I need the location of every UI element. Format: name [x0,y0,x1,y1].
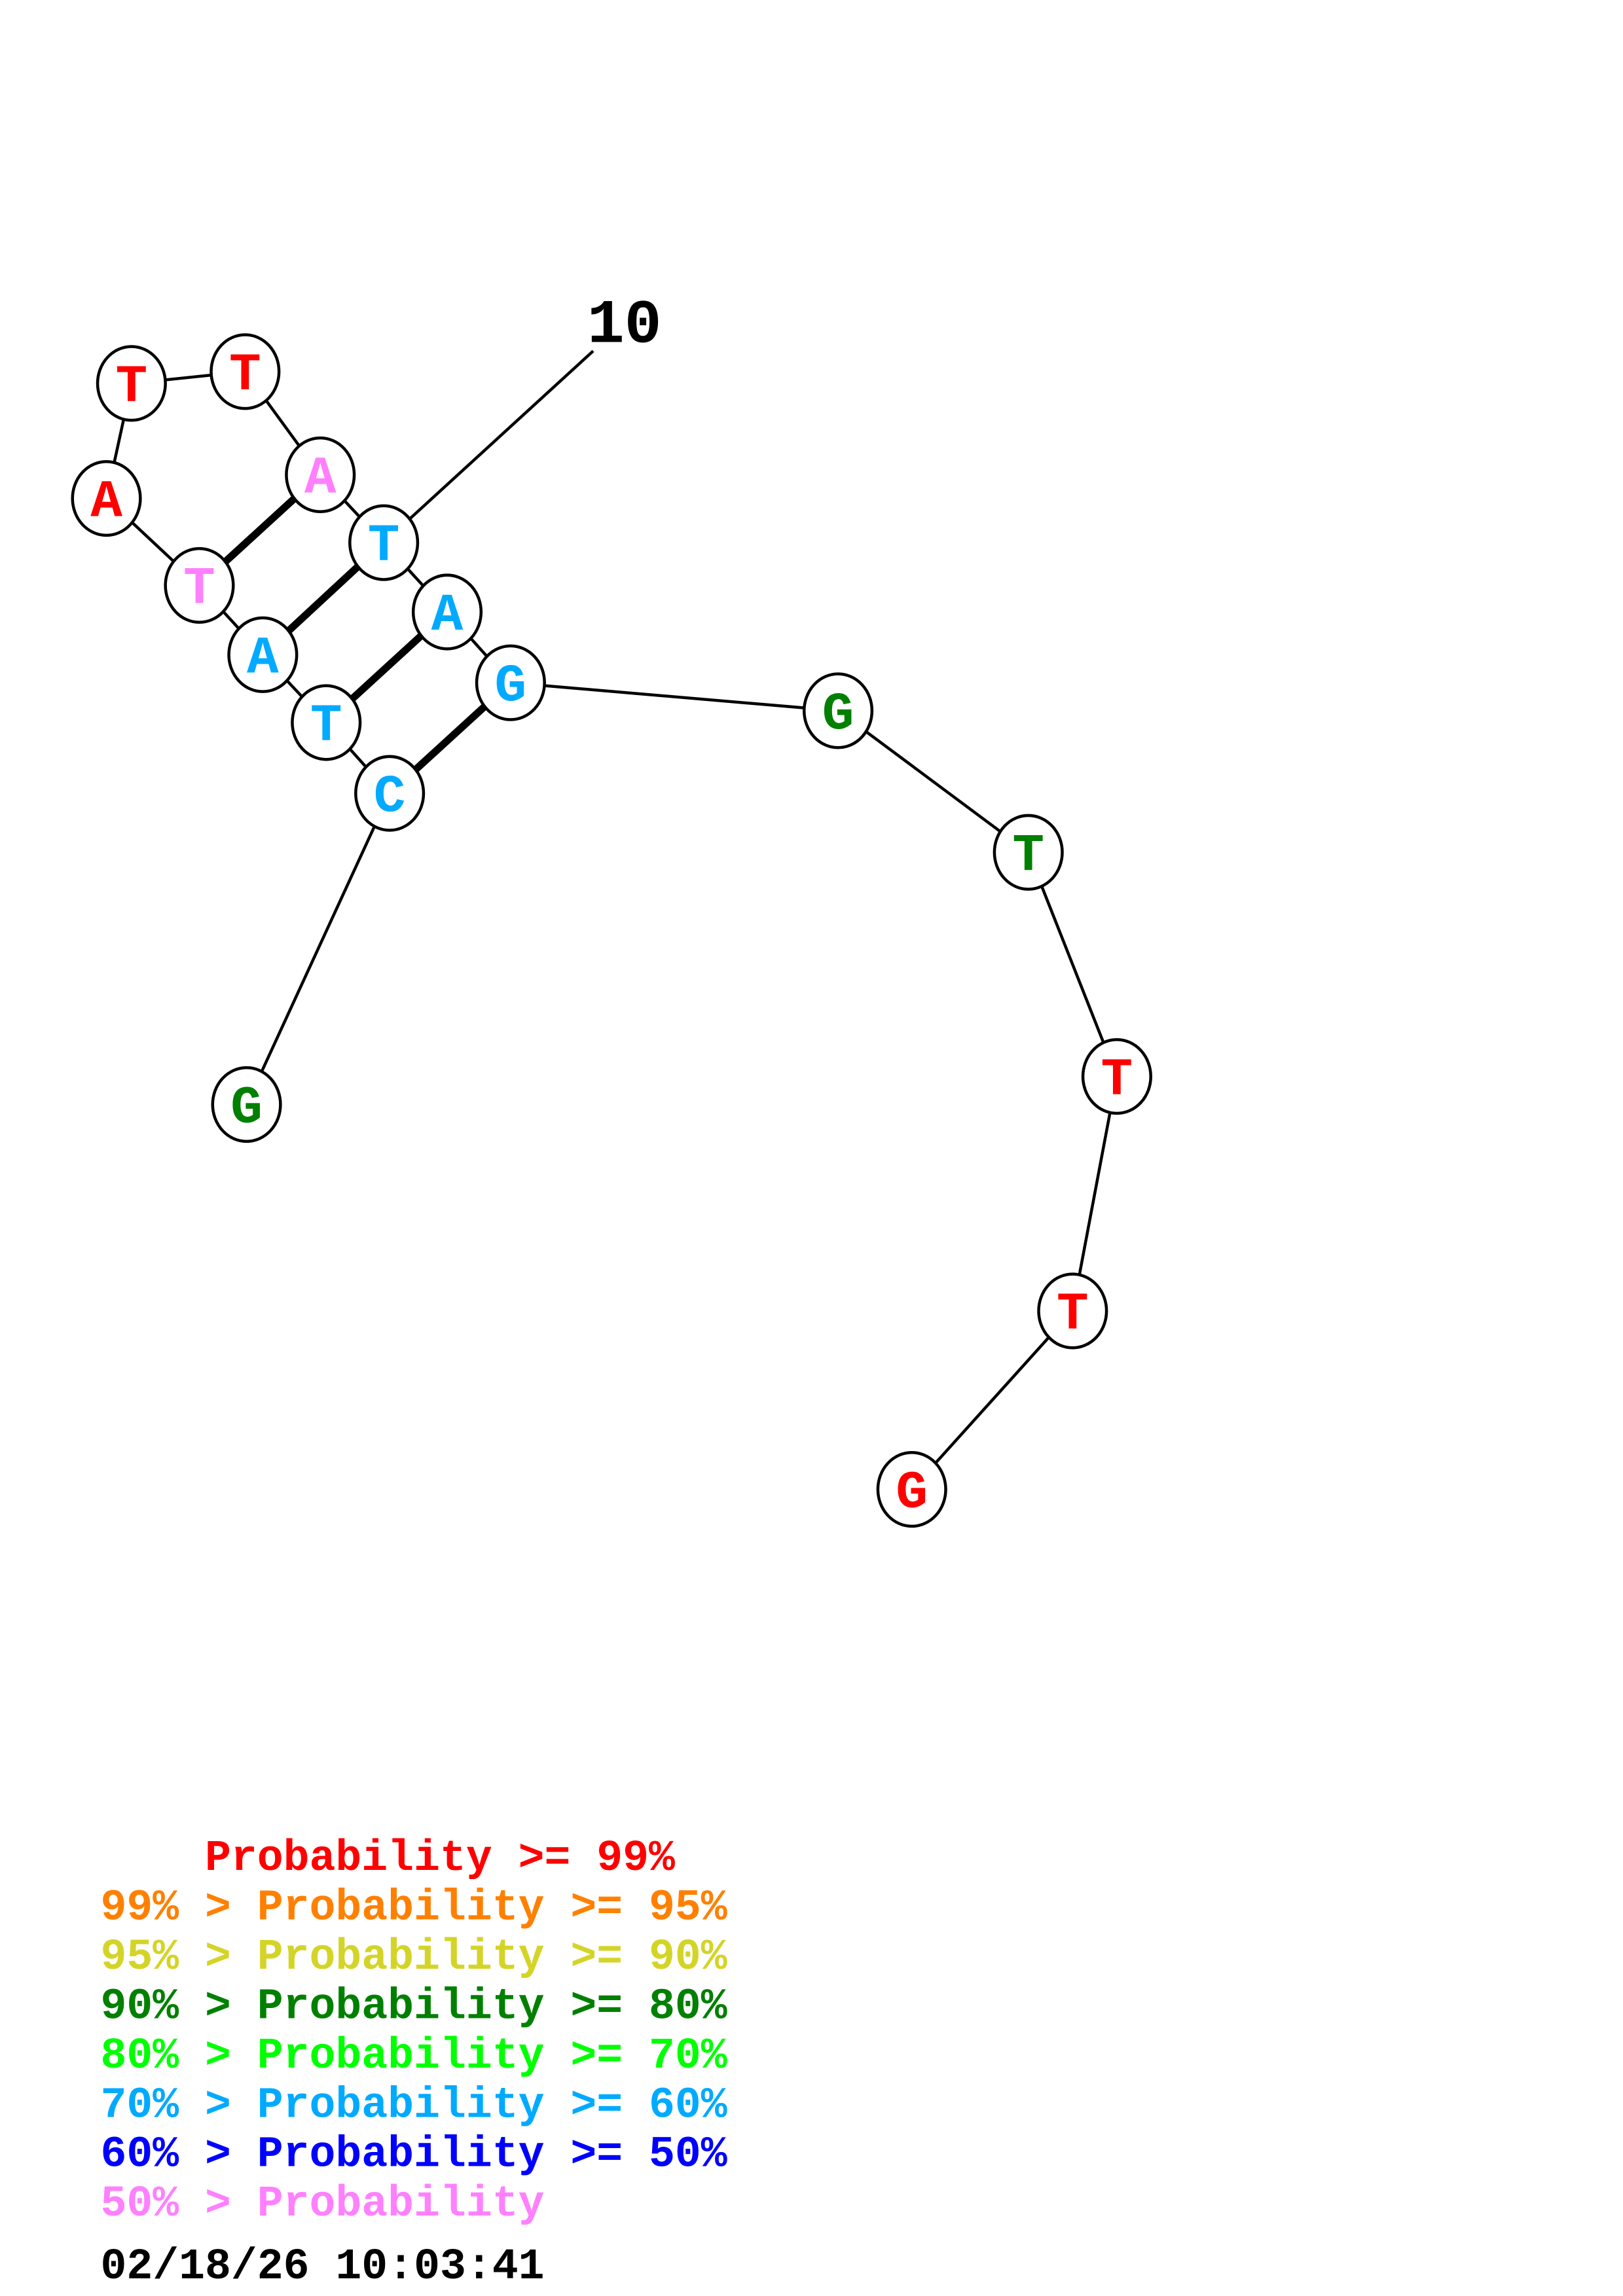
legend-entry: Probability >= 99% [101,1834,675,1883]
nucleotide-10: T [348,504,420,581]
nucleotide-circle [1081,1038,1152,1115]
legend-entry: 95% > Probability >= 90% [101,1933,727,1982]
nucleotide-letter: T [310,696,342,757]
nucleotide-17: G [876,1451,947,1528]
nucleotide-12: G [475,644,546,721]
nucleotide-5: T [164,547,235,624]
nucleotide-letter: T [229,346,261,406]
nucleotide-circle [1037,1272,1108,1350]
nucleotide-16: T [1037,1272,1108,1350]
nucleotide-circle [210,333,281,410]
nucleotide-circle [993,814,1064,891]
nucleotide-letter: T [116,357,148,418]
nucleotide-letter: A [431,586,464,646]
nucleotide-6: A [71,459,142,537]
nucleotide-letter: T [1057,1285,1089,1345]
nucleotide-letter: G [495,656,527,717]
nucleotide-circle [71,459,142,537]
nucleotide-1: G [211,1066,282,1143]
nucleotide-letter: C [374,767,406,827]
nucleotide-circle [164,547,235,624]
legend-entry: 80% > Probability >= 70% [101,2032,727,2081]
nucleotide-9: A [285,436,356,514]
legend-entry: 90% > Probability >= 80% [101,1982,727,2031]
backbone-lines [105,370,1119,1491]
nucleotide-3: T [291,684,362,761]
nucleotide-circle [354,755,426,832]
nucleotide-circle [411,573,483,651]
nucleotide-circle [96,345,167,422]
nucleotide-letter: A [247,628,279,689]
nucleotide-circle [227,616,299,693]
nucleotide-circle [876,1451,947,1528]
nucleotide-circle [348,504,420,581]
nucleotide-2: C [354,755,426,832]
nucleotide-circle [475,644,546,721]
nucleotide-letter: A [304,449,337,509]
nucleotide-letter: T [1101,1050,1133,1111]
nucleotide-circle [285,436,356,514]
position-10-label: 10 [587,291,662,361]
nucleotide-circle [802,672,874,749]
nucleotide-15: T [1081,1038,1152,1115]
nucleotide-circle [211,1066,282,1143]
legend-entry: 99% > Probability >= 95% [101,1883,727,1932]
nucleotide-11: A [411,573,483,651]
legend-entry: 60% > Probability >= 50% [101,2130,727,2179]
nucleotide-circle [291,684,362,761]
nucleotide-letter: G [896,1463,928,1524]
nucleotide-7: T [96,345,167,422]
position-10-tick [382,350,594,544]
nucleotide-4: A [227,616,299,693]
backbone-segment [837,709,1030,854]
backbone-segment [510,681,839,713]
nucleotide-13: G [802,672,874,749]
timestamp: 02/18/26 10:03:41 [101,2242,545,2291]
nucleotide-letter: G [230,1079,263,1139]
nucleotide-14: T [993,814,1064,891]
nucleotide-letter: T [368,516,400,577]
backbone-segment [911,1310,1074,1491]
nucleotide-letter: G [822,685,854,745]
backbone-segment [245,793,392,1105]
nucleotide-letter: A [90,473,122,533]
legend-entry: 50% > Probability [101,2179,545,2229]
nucleotide-letter: T [183,559,215,619]
legend-entry: 70% > Probability >= 60% [101,2081,727,2130]
backbone-segment [1027,852,1118,1077]
probability-legend: Probability >= 99%99% > Probability >= 9… [101,1834,727,2229]
nucleotide-8: T [210,333,281,410]
nucleotide-letter: T [1012,826,1044,886]
backbone-segment [1071,1076,1119,1312]
